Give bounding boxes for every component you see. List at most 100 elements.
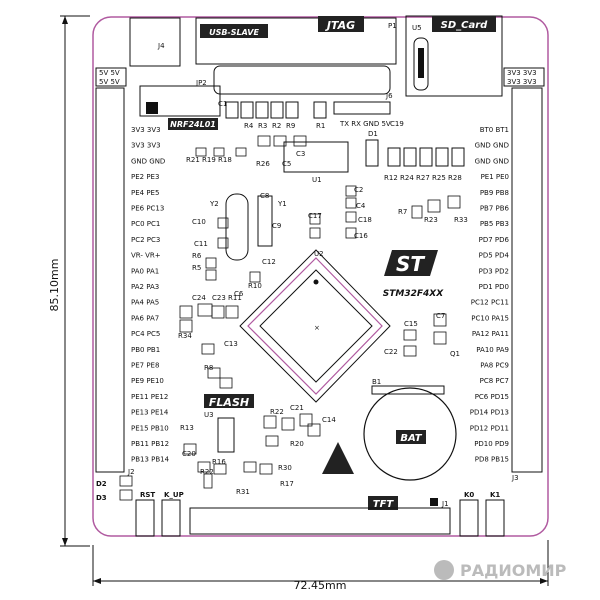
component-pad-14 — [427, 199, 441, 213]
right-pin-16: PA8 PC9 — [480, 362, 509, 370]
u3-label: U3 — [204, 411, 214, 419]
component-pad-15 — [447, 195, 461, 209]
component-pad-42 — [183, 443, 197, 455]
component-pad-31 — [433, 331, 447, 345]
component-pad-17 — [217, 237, 229, 249]
right-pin-11: PD1 PD0 — [479, 283, 509, 291]
left-pin-2: 3V3 3V3 — [131, 142, 161, 150]
component-ref-6: R26 — [256, 160, 270, 168]
dim-arrow-left — [93, 578, 101, 584]
component-ref-36: R8 — [204, 364, 213, 372]
u2-label: U2 — [314, 250, 324, 258]
right-pin-header — [511, 87, 543, 473]
right-pin-14: PA12 PA11 — [472, 330, 509, 338]
component-ref-44: R20 — [290, 440, 304, 448]
component-pad-3 — [293, 135, 307, 147]
usb-slave-label: USB-SLAVE — [209, 28, 259, 37]
right-pin-1: BT0 BT1 — [480, 126, 509, 134]
left-pin-21: PB11 PB12 — [131, 440, 169, 448]
component-ref-48: R30 — [278, 464, 292, 472]
kup-button[interactable] — [161, 499, 181, 537]
component-ref-9: R12 — [384, 174, 398, 182]
component-ref-37: C15 — [404, 320, 418, 328]
component-pad-28 — [219, 377, 233, 389]
st-logo: ST — [384, 250, 438, 276]
mcu-chip: × — [239, 249, 391, 403]
k1-button[interactable] — [485, 499, 505, 537]
sd-card-label: SD_Card — [441, 20, 489, 31]
p1-label: P1 — [388, 22, 397, 30]
uart-label: TX RX GND 5V — [339, 120, 391, 128]
component-ref-39: Q1 — [450, 350, 460, 358]
component-pad-44 — [119, 489, 133, 501]
component-pad-4 — [235, 147, 247, 157]
reset-button[interactable] — [135, 499, 155, 537]
jtag-block — [318, 16, 364, 32]
sd-contact — [418, 48, 424, 78]
right-pin-3: GND GND — [475, 157, 509, 165]
comp-r9: R9 — [286, 122, 295, 130]
power-header-right — [503, 67, 545, 87]
right-pin-17: PC8 PC7 — [480, 377, 509, 385]
component-pad-43 — [119, 475, 133, 487]
component-ref-45: R16 — [212, 458, 226, 466]
regulator-u1 — [283, 141, 349, 173]
flash-block — [204, 394, 254, 408]
right-pin-12: PC12 PC11 — [471, 299, 509, 307]
component-pad-10 — [345, 227, 357, 239]
component-footprints — [119, 135, 461, 501]
component-pad-27 — [207, 367, 221, 379]
right-pin-7: PB5 PB3 — [480, 220, 509, 228]
b1-label: B1 — [372, 378, 381, 386]
nrf-pin1 — [146, 102, 158, 114]
component-ref-23: C9 — [272, 222, 281, 230]
usb-slave-block — [200, 24, 268, 38]
k0-button[interactable] — [459, 499, 479, 537]
j2-label: J2 — [127, 468, 135, 476]
left-pin-header — [95, 87, 125, 473]
left-pin-10: PA0 PA1 — [131, 267, 159, 275]
component-pad-18 — [205, 257, 217, 269]
right-pin-10: PD3 PD2 — [479, 267, 509, 275]
comp-r3: R3 — [258, 122, 267, 130]
nrf-label: NRF24L01 — [170, 120, 216, 129]
component-pad-11 — [309, 213, 321, 225]
component-ref-12: R25 — [432, 174, 446, 182]
dim-arrow-right — [540, 578, 548, 584]
bat-block — [396, 430, 426, 444]
component-ref-47: R31 — [236, 488, 250, 496]
component-ref-14: C2 — [354, 186, 363, 194]
esd-warning-icon — [322, 442, 354, 474]
component-pad-33 — [263, 415, 277, 429]
left-pin-17: PE9 PE10 — [131, 377, 164, 385]
watermark-icon — [434, 560, 454, 580]
left-pin-18: PE11 PE12 — [131, 393, 168, 401]
left-pin-9: VR- VR+ — [131, 252, 161, 260]
left-pin-7: PC0 PC1 — [131, 220, 160, 228]
component-ref-4: R19 — [202, 156, 216, 164]
tft-connector — [189, 507, 451, 535]
component-ref-22: C8 — [260, 192, 269, 200]
right-pin-20: PD12 PD11 — [470, 424, 509, 432]
right-pin-15: PA10 PA9 — [476, 346, 509, 354]
component-ref-13: R28 — [448, 174, 462, 182]
component-pad-8 — [345, 197, 357, 209]
component-ref-30: C6 — [234, 290, 244, 298]
jtag-connector — [195, 17, 397, 65]
left-pin-4: PE2 PE3 — [131, 173, 159, 181]
power-left-1: 5V 5V — [99, 69, 120, 77]
component-ref-25: C11 — [194, 240, 208, 248]
comp-r4: R4 — [244, 122, 254, 130]
component-pad-34 — [281, 417, 295, 431]
component-ref-16: C18 — [358, 216, 372, 224]
component-ref-31: C24 — [192, 294, 206, 302]
y2-label: Y2 — [209, 200, 219, 208]
crystal-y1 — [257, 195, 273, 247]
component-ref-5: R18 — [218, 156, 232, 164]
right-pin-6: PB7 PB6 — [480, 205, 510, 213]
j6-label: J6 — [385, 92, 393, 100]
u1-label: U1 — [312, 176, 322, 184]
right-pin-2: GND GND — [475, 142, 509, 150]
dim-arrow-bottom — [62, 538, 68, 546]
